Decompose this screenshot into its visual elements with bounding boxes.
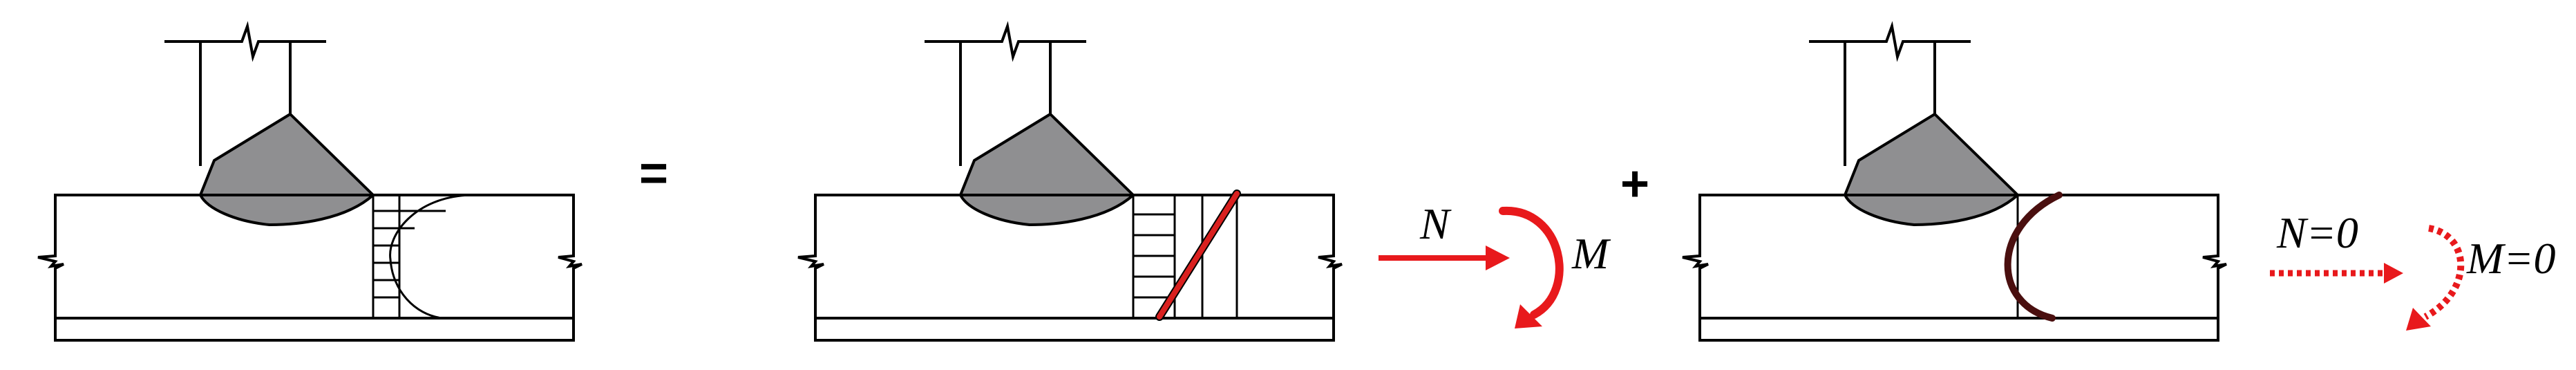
label-m-zero: M=0 (2466, 234, 2556, 283)
zero-axial-force-arrow-icon (2270, 263, 2403, 284)
label-n-zero: N=0 (2276, 208, 2358, 257)
zero-moment-arrow-icon (2406, 225, 2465, 331)
joint-outline-3 (1681, 25, 2228, 342)
label-m: M (1571, 229, 1611, 278)
equals-sign: = (639, 146, 668, 201)
straight-crack-line (1155, 189, 1241, 321)
plus-sign: + (1620, 156, 1649, 212)
curved-crack (2004, 192, 2063, 322)
moment-arrow-icon (1499, 206, 1564, 329)
panel-total-joint (37, 25, 583, 342)
joint-outline (37, 25, 583, 342)
panel-zero-force (1681, 25, 2228, 342)
axial-force-arrow-icon (1379, 246, 1510, 270)
joint-outline-2 (797, 25, 1343, 342)
panel-force-moment (797, 25, 1343, 342)
label-n: N (1419, 199, 1452, 248)
stress-distribution (372, 194, 471, 320)
